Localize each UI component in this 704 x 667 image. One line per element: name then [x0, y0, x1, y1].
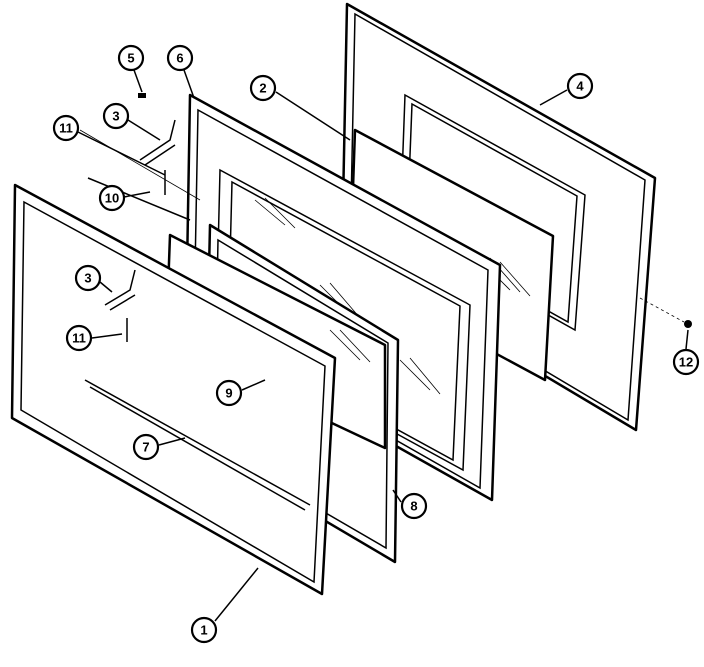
svg-text:9: 9 [225, 386, 232, 401]
callout-8: 8 [400, 492, 428, 520]
screw-5 [138, 93, 146, 98]
callout-10: 10 [98, 184, 126, 212]
callout-4: 4 [566, 72, 594, 100]
svg-text:11: 11 [72, 331, 86, 346]
svg-text:5: 5 [127, 51, 134, 66]
callout-1: 1 [190, 616, 218, 644]
svg-text:3: 3 [84, 271, 91, 286]
leader-lines [77, 69, 689, 622]
svg-text:12: 12 [679, 355, 693, 370]
callout-11-upper: 11 [52, 114, 80, 142]
svg-text:10: 10 [105, 191, 119, 206]
callout-5: 5 [117, 44, 145, 72]
svg-text:4: 4 [576, 79, 584, 94]
callout-3-upper: 3 [102, 102, 130, 130]
svg-text:2: 2 [259, 81, 266, 96]
callout-3-lower: 3 [74, 264, 102, 292]
callout-7: 7 [132, 433, 160, 461]
svg-text:1: 1 [200, 623, 207, 638]
callout-2: 2 [249, 74, 277, 102]
svg-text:7: 7 [142, 440, 149, 455]
hinge-lower [104, 269, 136, 342]
screw-12 [639, 297, 692, 328]
callout-12: 12 [672, 348, 700, 376]
callout-11-lower: 11 [65, 324, 93, 352]
callout-6: 6 [166, 44, 194, 72]
svg-text:8: 8 [410, 499, 417, 514]
svg-text:6: 6 [176, 51, 183, 66]
svg-text:11: 11 [59, 121, 73, 136]
hinge-upper [79, 119, 201, 221]
callout-9: 9 [215, 379, 243, 407]
svg-text:3: 3 [112, 109, 119, 124]
